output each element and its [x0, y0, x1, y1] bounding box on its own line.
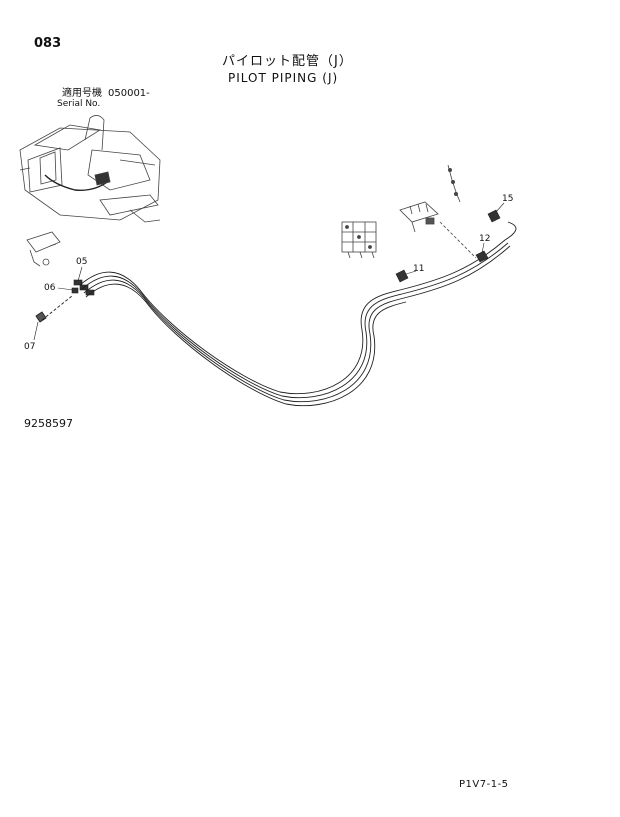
callout-leaders: [33, 202, 505, 341]
callout-11: 11: [413, 264, 425, 274]
control-valve-detail: [341, 221, 377, 259]
footer-page-code: P1V7-1-5: [459, 779, 509, 790]
fitting-15: [487, 209, 501, 223]
title-english: PILOT PIPING (J): [228, 71, 339, 85]
pilot-hose-bundle: [79, 221, 517, 407]
left-valve-detail: [26, 231, 61, 267]
drawing-number: 9258597: [24, 417, 73, 430]
fitting-11: [395, 269, 409, 283]
machine-overview-sketch: [19, 115, 161, 223]
title-japanese: パイロット配管（J）: [222, 54, 353, 69]
fitting-07: [35, 295, 73, 323]
callout-15: 15: [502, 194, 514, 204]
page-number: 083: [34, 36, 62, 51]
serial-label-japanese: 適用号機: [62, 88, 102, 99]
fitting-12: [475, 250, 489, 263]
callout-12: 12: [479, 234, 491, 244]
callout-06: 06: [44, 283, 56, 293]
callout-05: 05: [76, 257, 88, 267]
serial-value: 050001-: [108, 88, 150, 99]
upper-hose-detail: [439, 164, 477, 259]
serial-label-english: Serial No.: [57, 99, 101, 109]
pilot-valve-bracket: [399, 201, 439, 233]
callout-07: 07: [24, 342, 36, 352]
